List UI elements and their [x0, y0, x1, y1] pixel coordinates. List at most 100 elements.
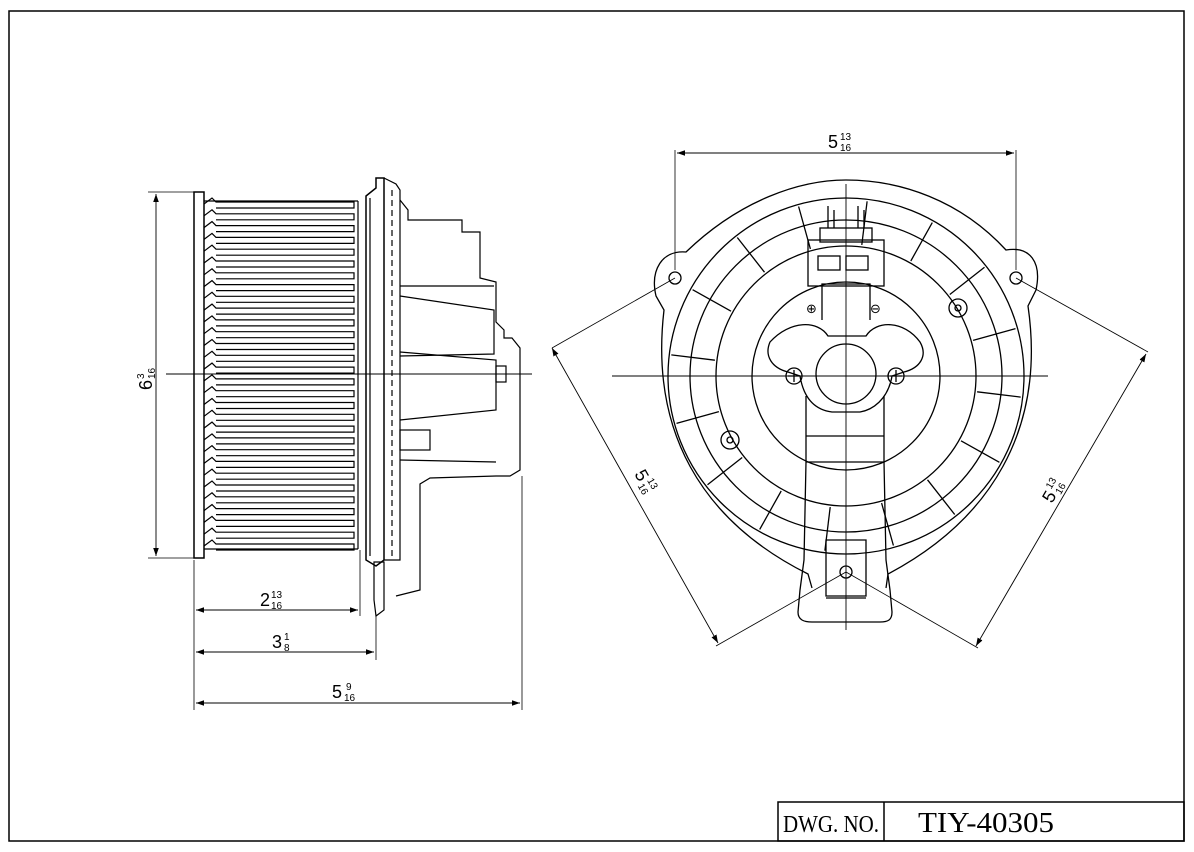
motor-can [399, 351, 497, 421]
fan-hub-plate [193, 191, 205, 559]
dim-diag-right-num: 13 [1044, 476, 1059, 492]
fan-blade [203, 527, 355, 539]
sheet-border [8, 10, 1185, 842]
ext-diag-left-b [715, 571, 847, 647]
dim-width-mount-whole: 5 [828, 132, 838, 152]
dim-height-whole: 6 [136, 380, 156, 390]
fan-blade [203, 468, 355, 480]
connector-pin-right [845, 255, 869, 271]
dim-depth-flange-whole: 3 [272, 632, 282, 652]
ext-diag-right-a [1015, 277, 1149, 353]
fan-blade [203, 385, 355, 398]
dim-line-diag-left [551, 347, 719, 644]
mounting-flange [365, 177, 385, 567]
arm-slot [825, 539, 867, 597]
dim-width-mount-den: 16 [840, 143, 852, 154]
fan-blade [203, 256, 355, 268]
motor-housing [383, 177, 401, 561]
dim-depth-flange-den: 8 [284, 643, 290, 654]
dim-text-diag-right: 5 13 16 [1038, 476, 1069, 506]
fan-blade [203, 362, 355, 374]
fan-blade [203, 444, 355, 457]
fan-blade [203, 433, 355, 445]
ext-diag-right-b [845, 571, 979, 649]
fan-blade [203, 197, 355, 209]
fan-blade [203, 279, 355, 292]
dim-text-depth-overall: 5 9 16 [332, 682, 356, 704]
fan-blade [203, 374, 355, 386]
boss-upper-right [948, 298, 968, 318]
housing-rib [972, 327, 1016, 342]
title-block: DWG. NO. TIY-40305 [777, 801, 1185, 842]
motor-tab [399, 429, 431, 451]
fan-blade [203, 326, 355, 339]
fan-blade [203, 220, 355, 233]
ext-diag-left-a [551, 277, 676, 349]
mount-hole-right [1009, 271, 1023, 285]
dim-height-den: 16 [147, 367, 158, 379]
fan-blade [203, 268, 355, 280]
fan-blade [203, 409, 355, 421]
housing-rib [910, 222, 933, 262]
dim-diag-right-den: 16 [1054, 481, 1069, 497]
dim-diag-left-den: 16 [635, 482, 650, 498]
fan-blade [203, 539, 355, 551]
housing-rib [926, 479, 956, 515]
housing-rib [736, 237, 766, 273]
housing-rib [707, 456, 743, 486]
motor-body [399, 295, 495, 357]
fan-blade [203, 492, 355, 504]
housing-rib [692, 289, 732, 312]
dim-text-width-mount: 5 13 16 [828, 132, 852, 154]
front-view [551, 150, 1149, 649]
housing-rib [949, 266, 985, 296]
fan-blade [203, 244, 355, 256]
fan-blade [203, 503, 355, 516]
fan-blade [203, 480, 355, 492]
dim-depth-blower-num: 13 [271, 590, 283, 601]
fan-blade [203, 350, 355, 362]
dim-depth-blower-whole: 2 [260, 590, 270, 610]
fan-blade [203, 315, 355, 327]
housing-rib [977, 391, 1021, 398]
terminal-positive-label: ⊕ [806, 302, 817, 317]
connector-block [395, 199, 521, 597]
dim-height-num: 3 [136, 373, 147, 379]
side-view [148, 177, 532, 710]
drawing-number: TIY-40305 [918, 808, 1054, 839]
mount-hole-left [668, 271, 682, 285]
dim-depth-flange-num: 1 [284, 632, 290, 643]
dim-diag-left-num: 13 [644, 476, 659, 492]
fan-blade [203, 232, 355, 244]
boss-lower-left [720, 430, 740, 450]
motor-line-b [399, 459, 497, 463]
fan-blade [203, 456, 355, 468]
title-block-label: DWG. NO. [783, 812, 879, 838]
dim-depth-overall-whole: 5 [332, 682, 342, 702]
connector-pin-left [817, 255, 841, 271]
fan-blade [203, 515, 355, 527]
boss-lower-left-hole [726, 436, 734, 444]
fan-blades [203, 197, 355, 551]
fan-blade [203, 397, 355, 410]
fan-blade [203, 291, 355, 303]
front-dimensions [551, 150, 1147, 647]
side-dimensions [153, 194, 520, 706]
lower-arm [797, 396, 893, 623]
dim-text-height: 6 3 16 [136, 367, 158, 390]
dim-line-diag-right [975, 353, 1147, 647]
fan-blade [203, 209, 355, 221]
fan-blade [203, 421, 355, 433]
housing-rib [676, 410, 720, 425]
dim-text-depth-flange: 3 1 8 [272, 632, 290, 654]
fan-blade [203, 303, 355, 315]
dim-depth-overall-num: 9 [346, 682, 352, 693]
housing-rib [880, 502, 895, 546]
terminal-leads [827, 206, 865, 228]
dim-depth-overall-den: 16 [344, 693, 356, 704]
dim-width-mount-num: 13 [840, 132, 852, 143]
housing-rib [759, 490, 782, 530]
housing-rib [960, 440, 1000, 463]
terminal-negative-label: ⊖ [870, 302, 881, 317]
